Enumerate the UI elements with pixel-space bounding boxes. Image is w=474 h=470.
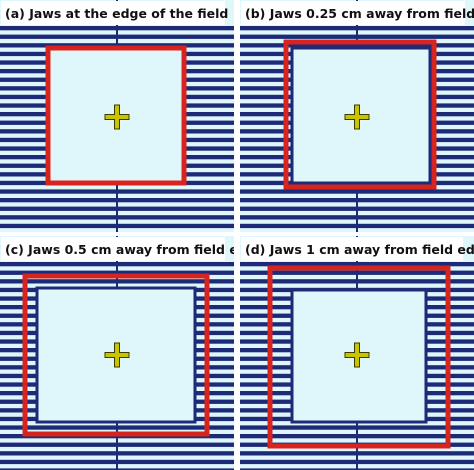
panel-c: (c) Jaws 0.5 cm away from field edge [0, 236, 264, 470]
panel-label-d: (d) Jaws 1 cm away from field edge [245, 242, 474, 257]
crosshair-icon [344, 342, 370, 368]
panel-label-c: (c) Jaws 0.5 cm away from field edge [5, 242, 264, 257]
crosshair-icon [104, 342, 130, 368]
jaw-outline [283, 39, 437, 190]
panel-label-b: (b) Jaws 0.25 cm away from field edge [245, 6, 474, 21]
crosshair-icon [344, 104, 370, 130]
panel-label-a: (a) Jaws at the edge of the field [5, 6, 228, 21]
radiation-field [35, 286, 197, 424]
crosshair-icon [104, 104, 130, 130]
panel-label-box [241, 1, 465, 25]
panel-a: (a) Jaws at the edge of the field [0, 0, 234, 232]
panel-d: (d) Jaws 1 cm away from field edge [240, 236, 474, 470]
jaw-outline [267, 265, 451, 449]
gutter-horizontal [0, 232, 474, 236]
jaw-outline [22, 273, 210, 437]
panel-b: (b) Jaws 0.25 cm away from field edge [240, 0, 474, 232]
jaw-outline [45, 45, 187, 186]
panel-label-box [241, 237, 463, 261]
panel-label-box [1, 237, 225, 261]
panel-label-box [1, 1, 225, 25]
